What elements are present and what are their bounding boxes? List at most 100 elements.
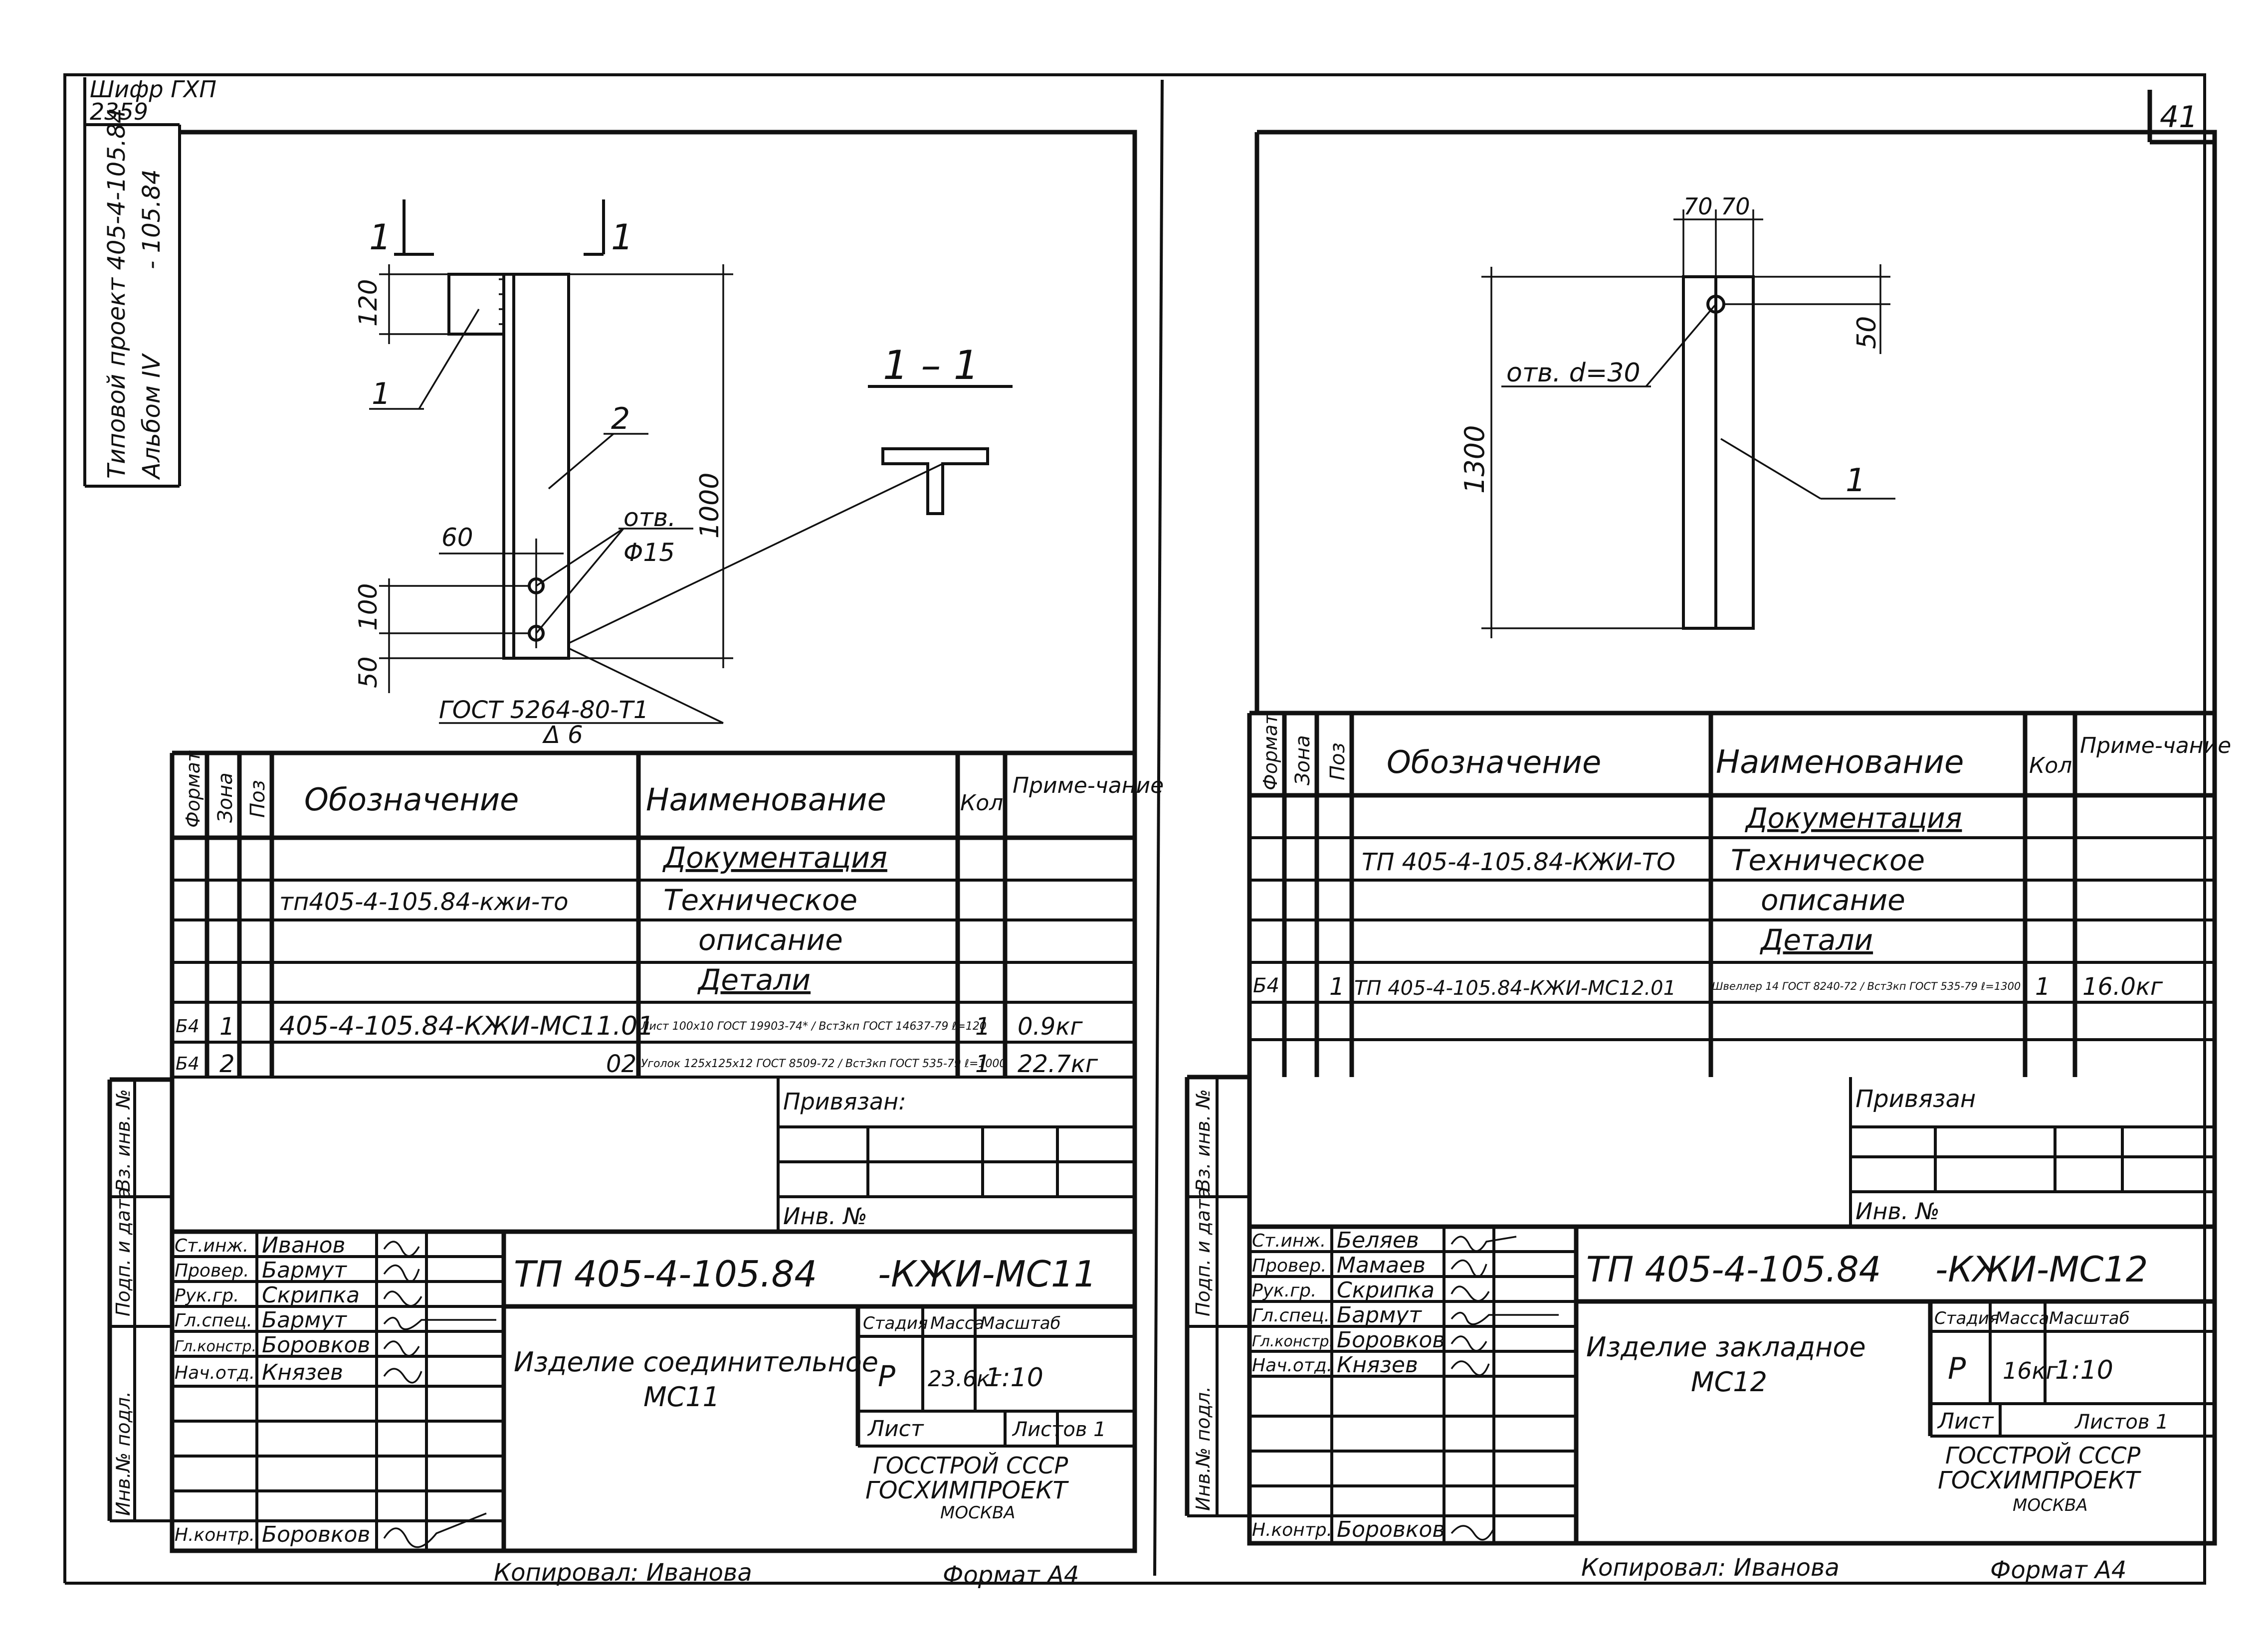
weld-size: Δ 6 bbox=[542, 721, 583, 749]
signature-10-right bbox=[1450, 1525, 1495, 1541]
stamp-number: 2359 bbox=[90, 98, 148, 125]
inv-label: Инв. № bbox=[783, 1203, 867, 1230]
person4-name: Бармут bbox=[262, 1307, 347, 1333]
person4-name-right: Бармут bbox=[1337, 1302, 1422, 1328]
signature-6-right bbox=[1450, 1360, 1490, 1376]
person10-role-right: Н.контр. bbox=[1252, 1520, 1332, 1540]
signature-3 bbox=[383, 1290, 422, 1307]
signature-1-right bbox=[1450, 1236, 1517, 1252]
right-title-block: Инв.№ подл. Подп. и дата Вз. инв. № Прив… bbox=[1185, 1075, 2215, 1543]
th-pos-right: Поз bbox=[1326, 742, 1349, 780]
dim-100: 100 bbox=[354, 583, 383, 631]
person4-role: Гл.спец. bbox=[175, 1310, 252, 1331]
row1-designation: 405-4-105.84-КЖИ-МС11.01 bbox=[279, 1011, 654, 1041]
row2-designation: 02 bbox=[606, 1050, 636, 1078]
side-sign-date: Подп. и дата bbox=[112, 1187, 134, 1316]
svg-text:- 105.84: - 105.84 bbox=[138, 169, 166, 269]
row-tech-name-right: Техническое bbox=[1731, 843, 1925, 877]
left-copied-by: Копировал: Иванова bbox=[494, 1559, 752, 1587]
stage-value: Р bbox=[878, 1359, 895, 1393]
person10-name: Боровков bbox=[262, 1522, 370, 1547]
row1-note: 0.9кг bbox=[1018, 1013, 1083, 1041]
th-pos: Поз bbox=[246, 780, 269, 818]
signature-5-right bbox=[1450, 1335, 1487, 1352]
dim-120: 120 bbox=[354, 279, 383, 327]
person3-name-right: Скрипка bbox=[1337, 1278, 1435, 1303]
drawing-code: ТП 405-4-105.84 bbox=[514, 1253, 817, 1295]
item-name-2: МС11 bbox=[643, 1381, 720, 1413]
row1-pos: 1 bbox=[219, 1013, 235, 1041]
org-2: ГОСХИМПРОЕКТ bbox=[865, 1476, 1069, 1504]
signature-5 bbox=[383, 1340, 420, 1357]
person2-name: Бармут bbox=[262, 1258, 347, 1283]
item-name-1-right: Изделие закладное bbox=[1586, 1331, 1866, 1363]
row1-qty-right: 1 bbox=[2035, 973, 2051, 1001]
attached-label-right: Привязан bbox=[1856, 1085, 1976, 1113]
dim-70b: 70 bbox=[1721, 193, 1750, 220]
signature-2 bbox=[383, 1264, 420, 1283]
row-details-name-right: Детали bbox=[1759, 923, 1873, 957]
stamp-cipher: Шифр ГХП bbox=[90, 76, 216, 103]
row1-name: Лист 100х10 ГОСТ 19903-74* / Вст3кп ГОСТ… bbox=[640, 1020, 987, 1033]
signature-6 bbox=[383, 1368, 422, 1384]
th-name-right: Наименование bbox=[1716, 744, 1964, 781]
row1-name-right: Швеллер 14 ГОСТ 8240-72 / Вст3кп ГОСТ 53… bbox=[1712, 980, 2021, 992]
person6-role-right: Нач.отд. bbox=[1252, 1355, 1332, 1376]
th-designation-right: Обозначение bbox=[1387, 744, 1601, 780]
person5-name-right: Боровков bbox=[1337, 1327, 1445, 1353]
org-2-right: ГОСХИМПРОЕКТ bbox=[1938, 1466, 2141, 1494]
left-sheet bbox=[170, 130, 1137, 1553]
row2-pos: 2 bbox=[219, 1050, 235, 1078]
hole-label: отв. bbox=[623, 503, 676, 532]
hole-diameter: Φ15 bbox=[623, 538, 675, 567]
left-spec-table: Формат Зона Поз Обозначение Наименование… bbox=[172, 750, 1164, 1079]
org-3-right: МОСКВА bbox=[2013, 1495, 2088, 1515]
person5-role-right: Гл.констр. bbox=[1252, 1333, 1334, 1350]
dim-70a: 70 bbox=[1683, 193, 1713, 220]
th-format-right: Формат bbox=[1259, 713, 1281, 790]
person3-role-right: Рук.гр. bbox=[1252, 1281, 1316, 1301]
row1-designation-right: ТП 405-4-105.84-КЖИ-МС12.01 bbox=[1354, 977, 1676, 1000]
mass-value-right: 16кг bbox=[2003, 1357, 2058, 1384]
item-name-2-right: МС12 bbox=[1691, 1366, 1767, 1398]
row-tech-designation-right: ТП 405-4-105.84-КЖИ-ТО bbox=[1362, 848, 1675, 876]
dim-50-right: 50 bbox=[1852, 316, 1882, 349]
side-inv-no: Вз. инв. № bbox=[112, 1089, 134, 1192]
stage-header: Стадия bbox=[863, 1313, 928, 1333]
attached-label: Привязан: bbox=[783, 1088, 906, 1115]
row1-pos-right: 1 bbox=[1329, 973, 1345, 1001]
stamp-project: Типовой проект 405-4-105.84 bbox=[103, 108, 131, 479]
th-qty-right: Кол bbox=[2029, 753, 2072, 778]
left-title-block: Инв.№ подл. Подп. и дата Вз. инв. № Прив… bbox=[107, 1077, 1135, 1551]
section-profile bbox=[881, 447, 989, 515]
person1-name: Иванов bbox=[262, 1233, 345, 1258]
row-tech-name: Техническое bbox=[663, 883, 857, 917]
scale-value: 1:10 bbox=[985, 1363, 1043, 1393]
side-sign-date-right: Подп. и дата bbox=[1192, 1187, 1214, 1316]
signature-10 bbox=[383, 1512, 487, 1548]
mass-header-right: Масса bbox=[1995, 1308, 2049, 1328]
person6-name-right: Князев bbox=[1337, 1352, 1418, 1378]
row1-format: Б4 bbox=[176, 1016, 200, 1037]
drawing-suffix: -КЖИ-МС11 bbox=[878, 1253, 1097, 1295]
inv-label-right: Инв. № bbox=[1856, 1198, 1940, 1225]
row-tech-designation: тп405-4-105.84-кжи-то bbox=[279, 888, 569, 916]
person3-name: Скрипка bbox=[262, 1283, 360, 1308]
person6-role: Нач.отд. bbox=[175, 1363, 255, 1383]
row2-format: Б4 bbox=[176, 1054, 200, 1074]
stage-value-right: Р bbox=[1948, 1351, 1966, 1386]
row1-note-right: 16.0кг bbox=[2082, 973, 2163, 1001]
pos-2-label: 2 bbox=[611, 401, 630, 436]
row2-note: 22.7кг bbox=[1018, 1050, 1098, 1078]
view-mark-left: 1 bbox=[369, 217, 392, 258]
th-zone-right: Зона bbox=[1291, 735, 1314, 785]
view-mark-right: 1 bbox=[611, 217, 633, 258]
person2-name-right: Мамаев bbox=[1337, 1253, 1426, 1278]
th-note-right: Приме-чание bbox=[2080, 733, 2231, 758]
person5-role: Гл.констр. bbox=[175, 1338, 256, 1355]
th-name: Наименование bbox=[646, 781, 886, 818]
row1-format-right: Б4 bbox=[1253, 974, 1279, 997]
person1-role: Ст.инж. bbox=[175, 1236, 248, 1256]
row-docs-name: Документация bbox=[662, 841, 887, 875]
signature-3-right bbox=[1450, 1285, 1490, 1302]
